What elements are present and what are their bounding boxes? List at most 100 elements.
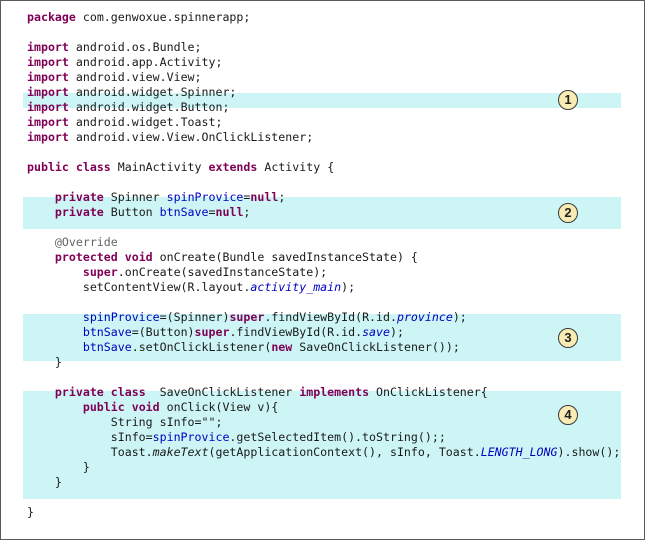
code-token: new: [271, 340, 293, 354]
code-token: [69, 160, 76, 174]
code-token: =(Spinner): [159, 310, 230, 324]
code-token: android.widget.Toast;: [68, 115, 223, 129]
code-token: SaveOnClickListener());: [292, 340, 460, 354]
code-line: setContentView(R.layout.activity_main);: [27, 280, 355, 295]
code-line: btnSave.setOnClickListener(new SaveOnCli…: [27, 340, 460, 355]
code-token: android.widget.Spinner;: [68, 85, 237, 99]
code-token: import: [27, 100, 69, 114]
code-line: Toast.makeText(getApplicationContext(), …: [27, 445, 621, 460]
code-token: );: [390, 325, 404, 339]
code-token: spinProvice: [152, 430, 230, 444]
code-line: import android.app.Activity;: [27, 55, 222, 70]
code-token: ;: [243, 205, 251, 219]
code-line: private class SaveOnClickListener implem…: [27, 385, 488, 400]
callout-1: 1: [558, 90, 578, 110]
code-token: [27, 310, 83, 324]
code-token: .setOnClickListener(: [131, 340, 272, 354]
code-line: public class MainActivity extends Activi…: [27, 160, 334, 175]
highlight-import-spinner: [23, 93, 621, 108]
code-token: package: [27, 10, 76, 24]
code-token: ).show();: [557, 445, 621, 459]
code-token: import: [27, 130, 69, 144]
code-token: String sInfo="";: [27, 415, 223, 429]
code-token: [104, 385, 111, 399]
code-token: ;: [278, 190, 286, 204]
code-token: }: [27, 460, 90, 474]
code-token: void: [124, 250, 153, 264]
code-token: =: [243, 190, 251, 204]
code-line: protected void onCreate(Bundle savedInst…: [27, 250, 418, 265]
code-line: package com.genwoxue.spinnerapp;: [27, 10, 250, 25]
code-token: extends: [208, 160, 258, 174]
code-token: makeText: [152, 445, 209, 459]
code-token: onCreate(Bundle savedInstanceState) {: [152, 250, 418, 264]
code-line: sInfo=spinProvice.getSelectedItem().toSt…: [27, 430, 446, 445]
code-line: }: [27, 505, 34, 520]
code-token: [27, 205, 55, 219]
code-line: @Override: [27, 235, 118, 250]
callout-4: 4: [558, 405, 578, 425]
callout-3: 3: [558, 328, 578, 348]
code-token: @Override: [54, 235, 118, 249]
code-line: import android.view.View;: [27, 70, 202, 85]
code-token: );: [341, 280, 356, 294]
code-token: }: [27, 475, 62, 489]
code-line: import android.widget.Button;: [27, 100, 229, 115]
code-line: import android.widget.Spinner;: [27, 85, 236, 100]
code-token: android.widget.Button;: [68, 100, 230, 114]
code-line: super.onCreate(savedInstanceState);: [27, 265, 327, 280]
code-token: .findViewById(R.id.: [229, 325, 363, 339]
code-token: province: [396, 310, 453, 324]
highlight-field-declarations: [23, 197, 621, 229]
code-line: import android.view.View.OnClickListener…: [27, 130, 313, 145]
code-token: super: [229, 310, 265, 324]
code-token: =: [208, 205, 216, 219]
code-token: public: [82, 400, 125, 414]
code-token: .findViewById(R.id.: [264, 310, 397, 324]
code-token: [27, 385, 55, 399]
code-token: sInfo=: [27, 430, 153, 444]
code-token: save: [362, 325, 390, 339]
code-line: private Spinner spinProvice=null;: [27, 190, 285, 205]
code-token: import: [27, 40, 69, 54]
code-token: }: [27, 505, 34, 519]
code-token: btnSave: [82, 340, 132, 354]
code-token: import: [27, 115, 69, 129]
code-token: public: [27, 160, 69, 174]
code-token: [27, 340, 83, 354]
code-token: spinProvice: [166, 190, 244, 204]
code-token: );: [452, 310, 467, 324]
code-token: SaveOnClickListener: [145, 385, 300, 399]
code-token: import: [27, 55, 69, 69]
code-line: private Button btnSave=null;: [27, 205, 250, 220]
code-token: LENGTH_LONG: [480, 445, 558, 459]
code-token: super: [194, 325, 230, 339]
code-token: class: [110, 385, 146, 399]
code-token: setContentView(R.layout.: [27, 280, 251, 294]
code-token: Button: [103, 205, 160, 219]
code-token: android.app.Activity;: [68, 55, 223, 69]
code-token: MainActivity: [110, 160, 209, 174]
code-line: String sInfo="";: [27, 415, 223, 430]
code-token: void: [131, 400, 160, 414]
code-token: btnSave: [159, 205, 209, 219]
code-token: onClick(View v){: [159, 400, 279, 414]
code-token: [27, 325, 83, 339]
code-token: private: [54, 385, 104, 399]
code-token: protected: [54, 250, 118, 264]
callout-2: 2: [558, 203, 578, 223]
code-token: }: [27, 355, 62, 369]
code-token: [125, 400, 132, 414]
code-token: spinProvice: [82, 310, 160, 324]
code-token: .onCreate(savedInstanceState);: [117, 265, 328, 279]
highlight-listener-class: [23, 391, 621, 499]
code-line: import android.widget.Toast;: [27, 115, 222, 130]
code-token: android.view.View;: [68, 70, 202, 84]
highlight-find-views: [23, 314, 621, 361]
code-line: }: [27, 460, 90, 475]
code-token: btnSave: [82, 325, 132, 339]
code-token: android.view.View.OnClickListener;: [68, 130, 314, 144]
code-token: [27, 190, 55, 204]
code-token: [27, 400, 83, 414]
